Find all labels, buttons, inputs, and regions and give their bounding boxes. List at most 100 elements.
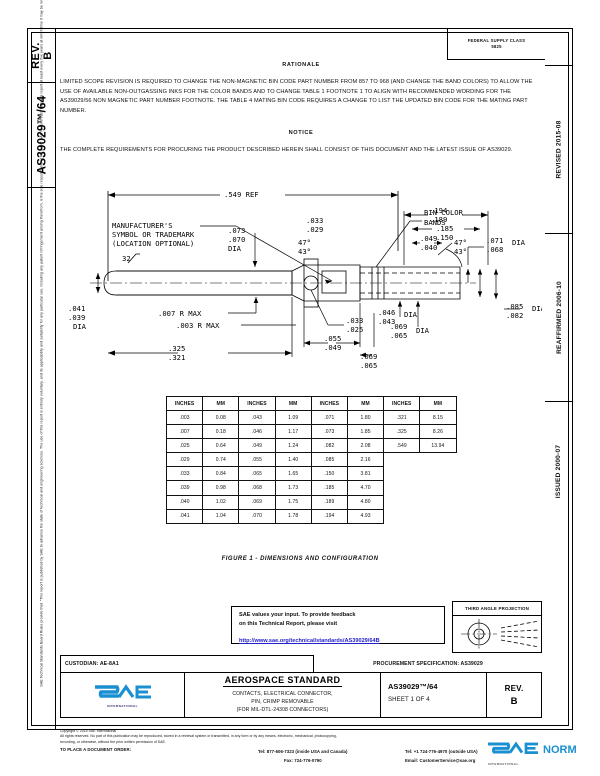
rights-line-2: recording, or otherwise, without the pri… <box>60 739 166 744</box>
callout-dia-085: .085 <box>506 302 523 311</box>
footer-sae-logo-icon: NORM <box>488 741 577 756</box>
feedback-box: SAE values your input. To provide feedba… <box>231 606 445 644</box>
table-cell: 2.08 <box>346 438 385 454</box>
table-cell: .007 <box>165 424 204 440</box>
col-header: MM <box>346 396 385 411</box>
callout-dia-082: .082 <box>506 311 523 320</box>
table-cell: .150 <box>310 466 348 482</box>
notice-heading: NOTICE <box>288 130 314 137</box>
pin-contact-drawing: .549 REF MANUFACTURER'S SYMBOL OR TRADEM… <box>68 190 542 370</box>
callout-pin-dia-label: DIA <box>73 322 87 331</box>
table-cell: 4.80 <box>346 494 385 510</box>
table-cell: .068 <box>238 480 276 496</box>
sae-logo-cell: INTERNATIONAL <box>61 673 185 717</box>
table-cell: 1.17 <box>274 424 312 440</box>
table-cell: 1.73 <box>274 480 312 496</box>
callout-shank-dia-label: DIA <box>228 244 242 253</box>
aerospace-standard-label: AEROSPACE STANDARD <box>222 675 343 688</box>
callout-dia-071: .071 <box>486 236 503 245</box>
callout-dim-029: .029 <box>306 225 323 234</box>
callout-angle-43-left: 43° <box>298 247 311 256</box>
col-header: INCHES <box>310 396 348 411</box>
text-section: RATIONALE LIMITED SCOPE REVISION IS REQU… <box>60 62 542 156</box>
table-cell: 1.75 <box>274 494 312 510</box>
callout-dim-150: .150 <box>436 233 453 242</box>
table-cell: .055 <box>238 452 276 468</box>
page-border-inner <box>31 32 569 726</box>
table-cell: .085 <box>310 452 348 468</box>
callout-dim-040: .040 <box>420 243 437 252</box>
revision-label: REV. <box>504 683 524 693</box>
sheet-number: SHEET 1 OF 4 <box>388 695 430 703</box>
callout-radius-007: .007 R MAX <box>158 309 202 318</box>
callout-dim-185: .185 <box>436 224 453 233</box>
table-cell: .039 <box>165 480 204 496</box>
callout-manufacturer-line2: SYMBOL OR TRADEMARK <box>112 230 195 239</box>
callout-dia-065: .065 <box>390 331 407 340</box>
custodian-label: CUSTODIAN: AE-8A1 <box>60 655 314 672</box>
callout-dim-049: .049 <box>420 234 437 243</box>
left-margin-column: REV.B AS39029™/64 SAE Technical Standard… <box>28 0 56 729</box>
table-cell: 0.74 <box>202 452 240 468</box>
margin-legal-notice: SAE Technical Standards Board Rules prov… <box>28 0 56 698</box>
federal-supply-class-box: FEDERAL SUPPLY CLASS 5825 <box>447 29 545 60</box>
table-cell: 1.85 <box>346 424 385 440</box>
callout-radius-003: .003 R MAX <box>176 321 220 330</box>
third-angle-projection-box: THIRD ANGLE PROJECTION <box>452 601 542 653</box>
col-header: MM <box>419 396 457 411</box>
callout-angle-47-left: 47° <box>298 238 311 247</box>
table-cell: 1.04 <box>202 508 240 524</box>
callout-length-321: .321 <box>168 353 185 362</box>
third-angle-symbol <box>461 619 540 650</box>
table-cell: 0.84 <box>202 466 240 482</box>
legal-sidebar-text: SAE Technical Standards Board Rules prov… <box>39 0 44 687</box>
table-cell: .046 <box>238 424 276 440</box>
table-cell: 1.09 <box>274 409 312 426</box>
table-cell: 0.64 <box>202 438 240 454</box>
order-email: Email: CustomerService@sae.org <box>405 757 476 763</box>
date-reaffirmed-label: REAFFIRMED 2006-10 <box>555 281 563 354</box>
callout-dia-069: .069 <box>390 322 407 331</box>
col-header: INCHES <box>238 396 276 411</box>
table-cell: .189 <box>310 494 348 510</box>
table-cell: .321 <box>383 409 421 426</box>
callout-angle-43-right: 43° <box>454 247 467 256</box>
feedback-link[interactable]: http://www.sae.org/technical/standards/A… <box>239 638 380 645</box>
table-cell: 1.80 <box>346 409 385 426</box>
page-footer: Copyright © 2015 SAE International All r… <box>60 729 550 763</box>
date-revised: REVISED 2015-08 <box>545 65 573 233</box>
callout-dia-043: .043 <box>378 317 395 326</box>
table-cell: .043 <box>238 409 276 426</box>
table-cell <box>420 453 456 467</box>
document-number-cell: AS39029™/64 SHEET 1 OF 4 <box>381 673 487 717</box>
table-cell: .071 <box>310 409 348 426</box>
callout-dia-071-label: DIA <box>512 238 526 247</box>
table-cell: 1.65 <box>274 466 312 482</box>
table-cell: .549 <box>383 438 421 454</box>
callout-dim-189: .189 <box>430 215 447 224</box>
document-number: AS39029™/64 <box>388 682 438 691</box>
table-cell: 1.02 <box>202 494 240 510</box>
callout-dim-069b: .069 <box>360 352 377 361</box>
third-angle-title: THIRD ANGLE PROJECTION <box>453 602 541 616</box>
col-header: MM <box>274 396 312 411</box>
fsc-value: 5825 <box>491 44 502 49</box>
order-tel-us: Tel: 877-606-7323 (inside USA and Canada… <box>258 748 348 754</box>
procurement-specification: PROCUREMENT SPECIFICATION: AS39029 <box>373 660 483 667</box>
table-cell: 1.40 <box>274 452 312 468</box>
callout-dia-068: .068 <box>486 245 503 254</box>
footer-logo-subtext: INTERNATIONAL <box>488 762 519 766</box>
table-cell: 4.70 <box>346 480 385 496</box>
footer-logo-text: NORM <box>543 744 577 756</box>
revision-value: B <box>510 695 518 707</box>
callout-dim-025: .025 <box>346 325 363 334</box>
order-tel-intl: Tel: +1 724-776-4970 (outside USA) <box>405 748 478 754</box>
table-cell: .325 <box>383 424 421 440</box>
feedback-line-2: on this Technical Report, please visit <box>239 621 338 628</box>
dimensions-conversion-table: INCHES MM INCHES MM INCHES MM INCHES MM … <box>165 396 457 524</box>
col-header: INCHES <box>165 396 204 411</box>
date-issued-label: ISSUED 2000-07 <box>555 444 563 499</box>
